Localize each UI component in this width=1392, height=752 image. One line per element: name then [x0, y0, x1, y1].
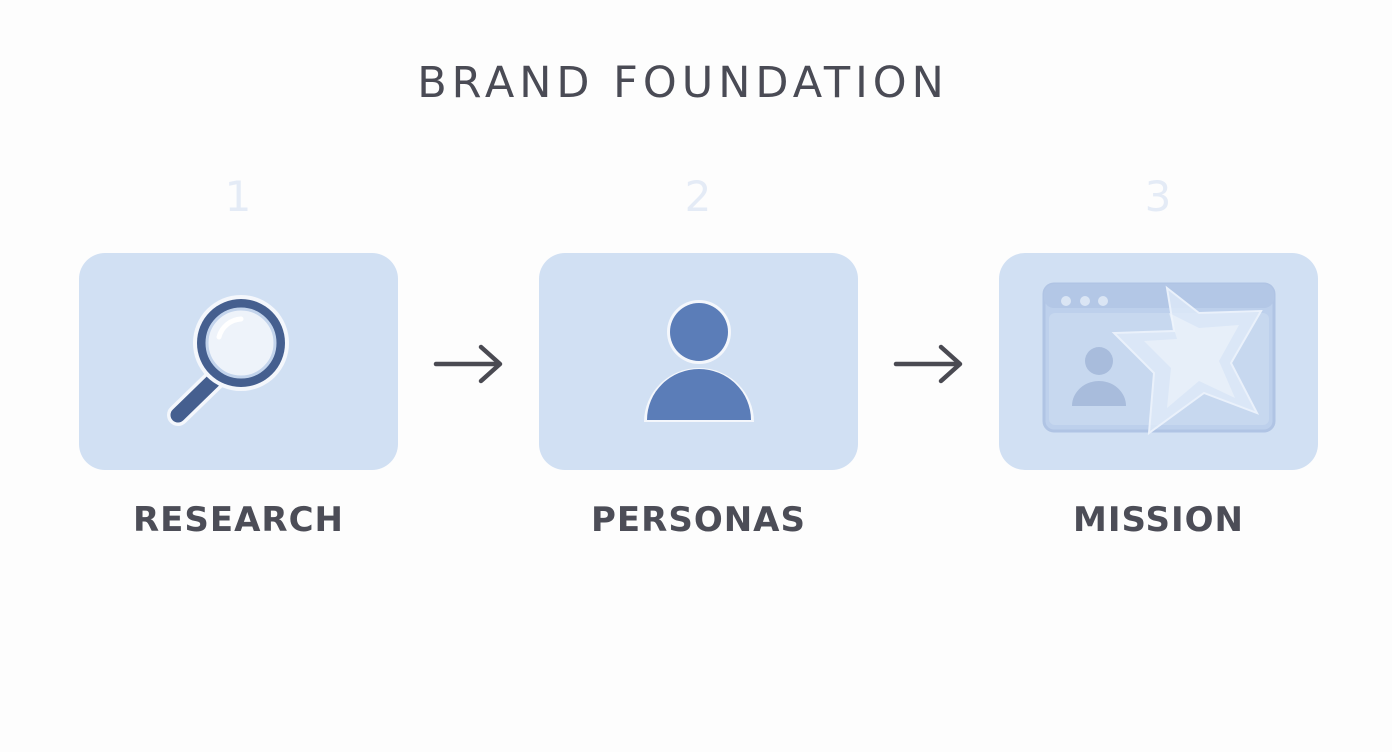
step-number-2: 2 [684, 172, 712, 221]
arrow-right-icon [893, 344, 963, 384]
step-card-research [79, 253, 398, 470]
step-label-research: RESEARCH [132, 500, 345, 540]
step-number-3: 3 [1144, 172, 1172, 221]
arrow-right-icon [433, 344, 503, 384]
diagram-title: BRAND FOUNDATION [417, 58, 949, 108]
browser-window-star-icon [1042, 282, 1276, 436]
magnifying-glass-icon [167, 295, 289, 426]
step-label-personas: PERSONAS [591, 500, 806, 540]
step-label-mission: MISSION [1073, 500, 1244, 540]
step-card-mission [999, 253, 1318, 470]
step-number-1: 1 [224, 172, 252, 221]
person-icon [644, 300, 754, 422]
step-card-personas [539, 253, 858, 470]
